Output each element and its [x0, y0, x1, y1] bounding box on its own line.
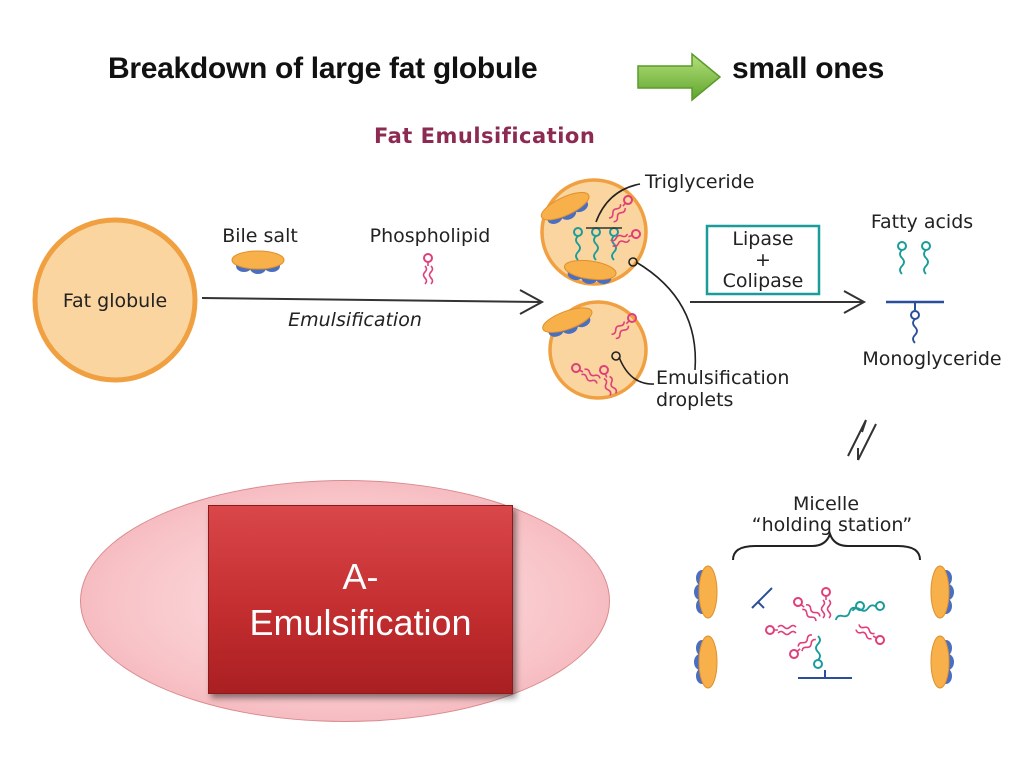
micelle-label-line2: “holding station” [752, 514, 912, 536]
lipase-label: Lipase [732, 228, 793, 250]
monoglyceride-icon [886, 302, 944, 343]
equilibrium-arrows-icon [848, 420, 876, 460]
droplets-label-line1: Emulsification [656, 367, 789, 389]
emulsification-card: A- Emulsification [208, 505, 513, 694]
card-line2: Emulsification [249, 600, 471, 646]
triglyceride-label: Triglyceride [644, 171, 754, 193]
fatty-acids-label: Fatty acids [871, 211, 973, 233]
card-line1: A- [343, 554, 379, 600]
emulsification-label: Emulsification [288, 309, 422, 331]
emulsification-droplet-lower [540, 302, 646, 398]
micelle-label-line1: Micelle [793, 493, 859, 515]
monoglyceride-label: Monoglyceride [862, 348, 1001, 370]
fat-globule-shape: Fat globule [35, 220, 195, 380]
fatty-acid-icon-1 [898, 242, 906, 274]
fatty-acid-icon-2 [922, 242, 930, 274]
colipase-label: Colipase [723, 270, 804, 292]
droplets-label-line2: droplets [656, 389, 733, 411]
fat-globule-label: Fat globule [63, 290, 167, 312]
phospholipid-label: Phospholipid [370, 225, 491, 247]
phospholipid-icon [424, 254, 433, 284]
bile-salt-icon [232, 251, 284, 274]
plus-label: + [755, 249, 771, 271]
micelle-structure [694, 566, 954, 688]
bile-salt-label: Bile salt [222, 225, 298, 247]
emulsification-droplet-upper [538, 180, 646, 288]
micelle-brace [733, 534, 920, 560]
